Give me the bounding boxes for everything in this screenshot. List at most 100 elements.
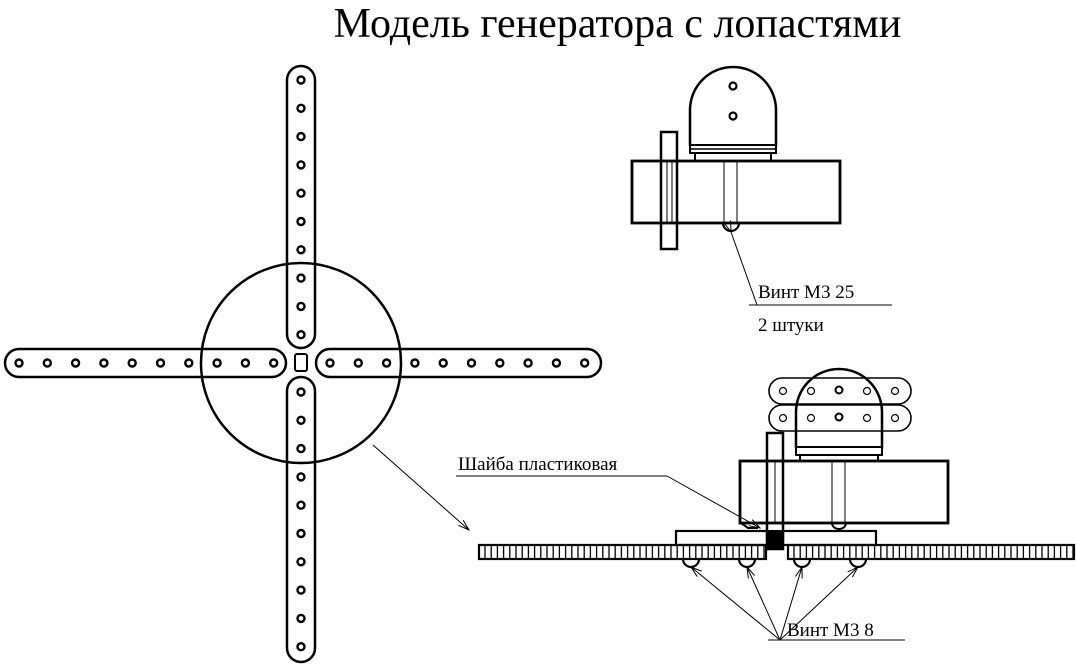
shaft-side bbox=[765, 431, 785, 551]
blade-hole bbox=[14, 358, 24, 368]
blade-hole bbox=[155, 358, 166, 368]
blade-hole bbox=[296, 131, 306, 142]
blade-outline-hole bbox=[890, 413, 900, 423]
blade-hole bbox=[353, 358, 363, 368]
screw-head-side bbox=[831, 522, 847, 530]
blade-hole bbox=[296, 528, 306, 539]
blade-bottom-holes bbox=[296, 387, 306, 652]
blade-right bbox=[314, 347, 603, 379]
blade-hole bbox=[296, 585, 306, 595]
hub-plate-left bbox=[674, 529, 769, 547]
blade-strip-right bbox=[786, 543, 1076, 561]
leader-screw-4 bbox=[779, 567, 858, 641]
blade-left bbox=[3, 347, 288, 379]
screw-head-2 bbox=[737, 558, 757, 569]
screw-head-3 bbox=[792, 558, 812, 569]
blade-hole bbox=[296, 613, 306, 624]
blade-hole bbox=[269, 358, 279, 368]
center-shaft-slot bbox=[294, 353, 308, 372]
blade-hole bbox=[438, 358, 448, 368]
bracket-top bbox=[688, 65, 778, 146]
leader-screw-2 bbox=[747, 567, 781, 641]
blade-hole bbox=[296, 301, 306, 312]
blade-outline-hole bbox=[806, 386, 816, 396]
leader-screw-3 bbox=[779, 567, 802, 641]
shaft-side-tip bbox=[768, 530, 782, 548]
blade-hole bbox=[296, 557, 306, 567]
blade-hole bbox=[42, 358, 52, 368]
screw-head-4 bbox=[848, 558, 868, 569]
blade-hole bbox=[296, 642, 306, 652]
blade-outline-hole bbox=[806, 413, 816, 423]
blade-left-holes bbox=[14, 358, 279, 368]
bracket-side-base bbox=[795, 446, 883, 456]
blade-hole bbox=[523, 358, 533, 368]
blade-hole bbox=[296, 415, 306, 425]
blade-outline-hole bbox=[778, 413, 788, 423]
blade-hole bbox=[296, 500, 306, 510]
blade-hole bbox=[99, 358, 109, 368]
blade-hole bbox=[466, 358, 477, 368]
blade-hole bbox=[580, 358, 590, 368]
generator-body-top bbox=[630, 159, 842, 225]
blade-hole bbox=[381, 358, 392, 368]
label-screw-bottom: Винт М3 8 bbox=[787, 620, 874, 641]
blade-hole bbox=[212, 358, 222, 368]
blade-hole bbox=[296, 75, 306, 85]
leader-washer bbox=[666, 475, 760, 528]
hub-disc-outline bbox=[199, 261, 403, 465]
blade-hole bbox=[296, 160, 306, 170]
blade-hole bbox=[296, 443, 306, 454]
blade-hole bbox=[296, 273, 306, 283]
blade-outline-hole bbox=[862, 386, 872, 396]
blade-top bbox=[285, 64, 317, 350]
diagram-title: Модель генератора с лопастями bbox=[333, 1, 902, 47]
shaft-top-view bbox=[659, 130, 679, 251]
blade-outline-upper bbox=[768, 377, 912, 405]
bracket-side-hole-2 bbox=[834, 412, 844, 422]
plan-view bbox=[3, 64, 603, 664]
blade-hole bbox=[495, 358, 505, 368]
blade-hole bbox=[410, 358, 420, 368]
leader-disc-to-assembly bbox=[372, 444, 469, 530]
hub-plate-right bbox=[781, 529, 878, 547]
blade-hole bbox=[127, 358, 137, 368]
blade-outline-lower bbox=[768, 404, 912, 432]
blade-hole bbox=[184, 358, 194, 368]
blade-outline-hole bbox=[862, 413, 872, 423]
blade-hole bbox=[296, 216, 306, 227]
blade-hole bbox=[296, 245, 306, 255]
blade-hole bbox=[551, 358, 562, 368]
label-washer: Шайба пластиковая bbox=[458, 454, 618, 475]
blade-outline-hole bbox=[778, 386, 788, 396]
bracket-side-hole-1 bbox=[834, 385, 844, 395]
bracket-hole-2 bbox=[728, 111, 738, 121]
blade-strip-left bbox=[477, 543, 768, 561]
leader-screw-1 bbox=[691, 567, 781, 641]
blade-hole bbox=[296, 103, 306, 114]
blade-right-holes bbox=[325, 358, 590, 368]
blade-hole bbox=[296, 472, 306, 482]
blade-strip-hatching bbox=[484, 546, 1074, 558]
generator-body-side bbox=[738, 459, 950, 525]
blade-outline-holes bbox=[778, 386, 900, 423]
blade-hole bbox=[240, 358, 251, 368]
blade-hole bbox=[325, 358, 335, 368]
screw-head-1 bbox=[681, 558, 701, 569]
label-screw-top-line1: Винт М3 25 bbox=[758, 282, 854, 303]
assembly-side-view: Винт М3 8 Шайба пластиковая bbox=[372, 367, 1076, 641]
bracket-hole-1 bbox=[728, 81, 738, 91]
blade-hole bbox=[296, 188, 306, 198]
bracket-side bbox=[794, 367, 884, 448]
blade-hole bbox=[296, 387, 306, 397]
blade-hole bbox=[296, 330, 306, 340]
leader-screw-top bbox=[731, 232, 758, 306]
blade-bottom bbox=[285, 375, 317, 664]
label-screw-top-line2: 2 штуки bbox=[758, 315, 824, 336]
blade-hole bbox=[70, 358, 81, 368]
generator-top-view: Винт М3 25 2 штуки bbox=[630, 65, 892, 336]
blade-outline-hole bbox=[890, 386, 900, 396]
blade-top-holes bbox=[296, 75, 306, 340]
